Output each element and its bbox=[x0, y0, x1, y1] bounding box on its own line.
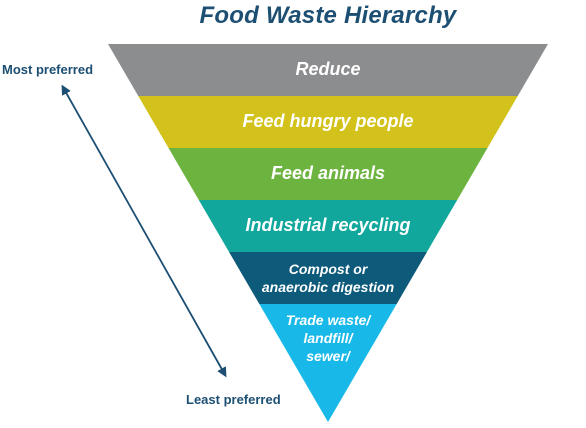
level-label-1-line-1: Reduce bbox=[295, 59, 361, 79]
level-label-3-line-1: Feed animals bbox=[270, 163, 386, 183]
level-label-5: Compost or anaerobic digestion bbox=[262, 260, 394, 296]
pyramid-level-3 bbox=[168, 148, 488, 200]
pyramid-level-2 bbox=[138, 96, 518, 148]
most-preferred-label: Most preferred bbox=[2, 62, 94, 77]
level-label-4: Industrial recycling bbox=[245, 215, 410, 236]
level-label-6-line-3: sewer/ bbox=[306, 348, 350, 364]
level-label-6-line-1: Trade waste/ bbox=[285, 312, 371, 328]
level-label-6: Trade waste/landfill/sewer/ bbox=[286, 311, 371, 365]
level-label-2: Feed hungry people bbox=[242, 111, 413, 132]
pyramid-level-4 bbox=[198, 200, 458, 252]
level-label-6-line-2: landfill/ bbox=[303, 330, 353, 346]
pyramid-level-5 bbox=[229, 252, 427, 304]
level-label-5-line-2: anaerobic digestion bbox=[261, 279, 395, 295]
level-label-2-line-1: Feed hungry people bbox=[242, 111, 414, 131]
level-label-5-line-1: Compost or bbox=[288, 261, 368, 277]
double-arrow-line bbox=[61, 84, 227, 378]
least-preferred-label: Least preferred bbox=[186, 392, 281, 407]
diagram-title: Food Waste Hierarchy bbox=[199, 2, 457, 29]
level-label-1: Reduce bbox=[295, 59, 360, 80]
level-label-4-line-1: Industrial recycling bbox=[245, 215, 411, 235]
pyramid-level-1 bbox=[108, 44, 548, 96]
level-label-3: Feed animals bbox=[271, 163, 385, 184]
pyramid-level-6 bbox=[259, 304, 397, 422]
